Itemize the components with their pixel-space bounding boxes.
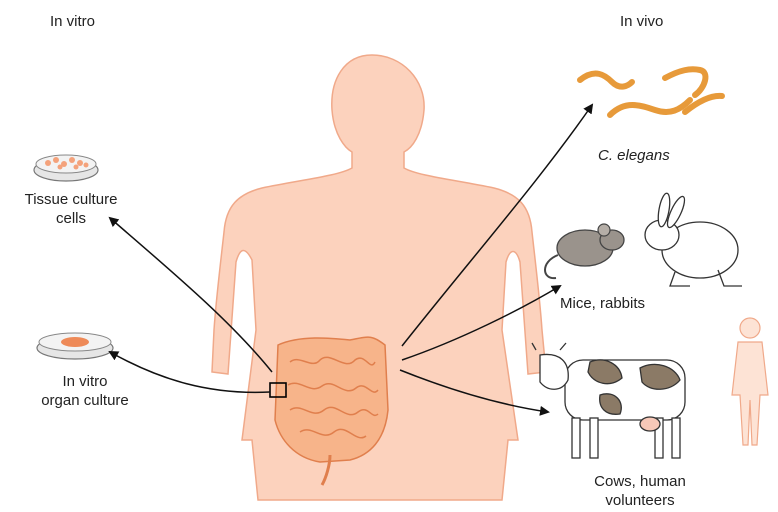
tissue-culture-label: Tissue culture cells bbox=[6, 190, 136, 228]
mice-rabbits-label: Mice, rabbits bbox=[560, 294, 645, 313]
organ-culture-dish bbox=[37, 333, 113, 359]
rabbit bbox=[645, 192, 742, 286]
cows-humans-label: Cows, human volunteers bbox=[585, 472, 695, 510]
human-volunteer bbox=[732, 318, 768, 445]
tissue-culture-line1: Tissue culture bbox=[6, 190, 136, 209]
c-elegans-label: C. elegans bbox=[598, 146, 670, 165]
mouse bbox=[545, 224, 624, 278]
cows-line2: volunteers bbox=[585, 491, 695, 510]
tissue-culture-line2: cells bbox=[6, 209, 136, 228]
c-elegans-worms bbox=[580, 69, 722, 115]
in-vitro-header: In vitro bbox=[50, 12, 95, 31]
organ-culture-line1: In vitro bbox=[30, 372, 140, 391]
organ-culture-line2: organ culture bbox=[30, 391, 140, 410]
organ-culture-label: In vitro organ culture bbox=[30, 372, 140, 410]
tissue-culture-dish bbox=[34, 155, 98, 181]
cow bbox=[532, 343, 685, 458]
in-vivo-header: In vivo bbox=[620, 12, 663, 31]
cows-line1: Cows, human bbox=[585, 472, 695, 491]
